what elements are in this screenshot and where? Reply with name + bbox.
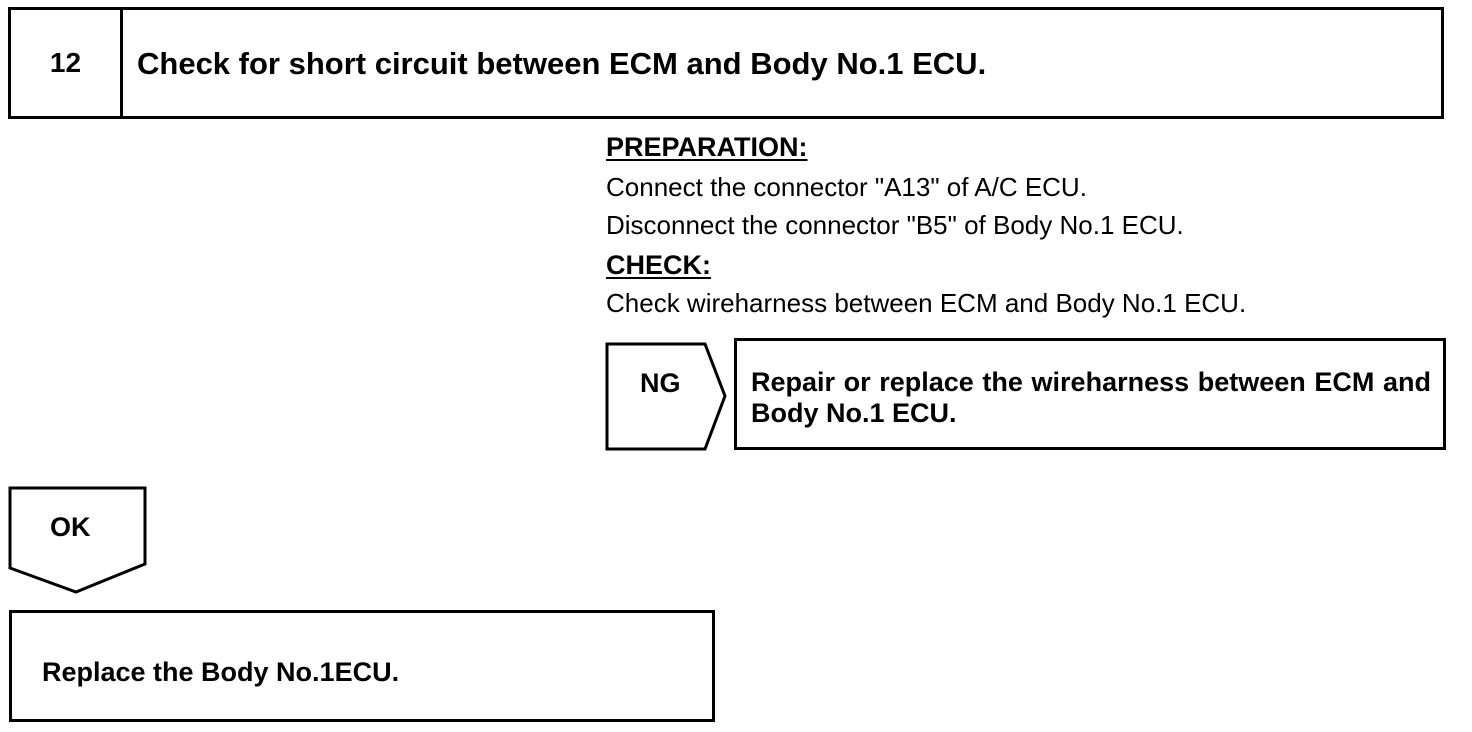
ok-result-text: Replace the Body No.1ECU. [42, 657, 400, 687]
preparation-line-2: Disconnect the connector "B5" of Body No… [606, 210, 1184, 240]
step-number-cell: 12 [11, 10, 123, 116]
ok-label: OK [50, 512, 91, 542]
ng-arrow-shape [605, 342, 727, 451]
check-line-1: Check wireharness between ECM and Body N… [606, 288, 1247, 318]
step-header-box: 12 Check for short circuit between ECM a… [8, 7, 1444, 119]
ng-result-box: Repair or replace the wireharness betwee… [734, 338, 1446, 450]
check-heading: CHECK: [606, 250, 711, 280]
ok-result-box: Replace the Body No.1ECU. [9, 610, 715, 722]
preparation-heading: PREPARATION: [606, 132, 808, 162]
ng-result-text: Repair or replace the wireharness betwee… [751, 367, 1431, 428]
step-number: 12 [49, 47, 82, 78]
preparation-line-1: Connect the connector "A13" of A/C ECU. [606, 172, 1087, 202]
step-title: Check for short circuit between ECM and … [137, 46, 987, 81]
ng-label: NG [640, 368, 681, 398]
ok-arrow-shape [8, 486, 147, 594]
